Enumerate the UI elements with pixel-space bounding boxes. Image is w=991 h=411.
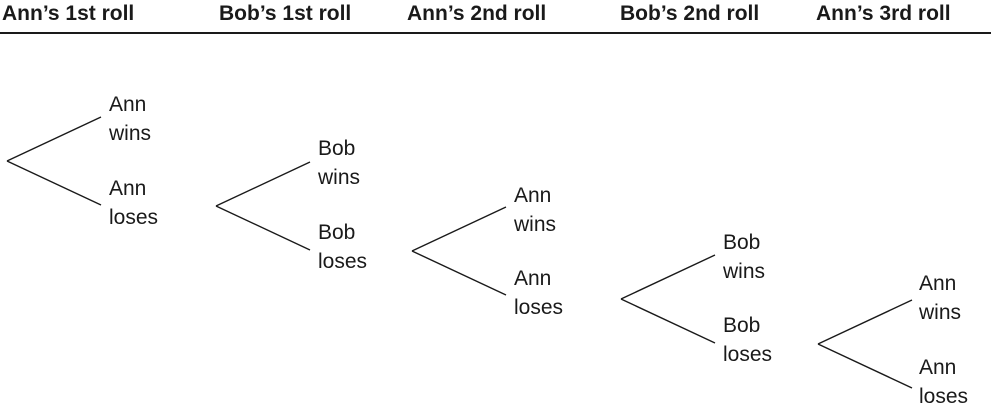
column-header: Ann’s 1st roll Bob’s 1st roll Ann’s 2nd … [0,0,991,34]
outcome-player: Ann [919,272,957,295]
outcome-stage-4-lower: Bob loses [723,311,772,369]
outcome-stage-4-upper: Bob wins [723,228,765,286]
branch-stage-2-upper [215,161,311,207]
outcome-result: wins [723,260,766,283]
branch-stage-4-upper [620,254,716,300]
outcome-player: Ann [109,177,147,200]
column-title-anns-3rd-roll: Ann’s 3rd roll [816,2,951,25]
outcome-player: Ann [514,184,552,207]
outcome-result: wins [919,301,962,324]
outcome-result: loses [318,250,368,273]
outcome-stage-3-upper: Ann wins [514,181,556,239]
outcome-result: loses [109,206,159,229]
outcome-player: Bob [723,231,761,254]
column-title-anns-2nd-roll: Ann’s 2nd roll [407,2,547,25]
branch-stage-1-lower [6,160,102,206]
outcome-player: Bob [318,221,356,244]
outcome-stage-2-lower: Bob loses [318,218,367,276]
outcome-player: Ann [109,93,147,116]
outcome-player: Ann [919,356,957,379]
branch-stage-3-upper [411,206,507,252]
column-title-anns-1st-roll: Ann’s 1st roll [2,2,135,25]
outcome-player: Bob [723,314,761,337]
outcome-result: wins [109,122,152,145]
outcome-result: loses [514,296,564,319]
outcome-result: loses [919,385,969,408]
outcome-stage-3-lower: Ann loses [514,264,563,322]
outcome-stage-1-lower: Ann loses [109,174,158,232]
outcome-result: wins [514,213,557,236]
outcome-result: loses [723,343,773,366]
branch-stage-2-lower [215,205,311,251]
branch-stage-3-lower [411,250,507,296]
outcome-stage-5-lower: Ann loses [919,353,968,411]
outcome-player: Bob [318,137,356,160]
header-rule [0,32,991,34]
outcome-result: wins [318,166,361,189]
outcome-player: Ann [514,267,552,290]
branch-stage-1-upper [6,116,102,162]
column-title-bobs-1st-roll: Bob’s 1st roll [219,2,352,25]
outcome-stage-5-upper: Ann wins [919,269,961,327]
outcome-stage-2-upper: Bob wins [318,134,360,192]
branch-stage-5-upper [817,299,913,345]
outcome-stage-1-upper: Ann wins [109,90,151,148]
branch-stage-5-lower [817,343,913,389]
branch-stage-4-lower [620,298,716,344]
column-title-bobs-2nd-roll: Bob’s 2nd roll [620,2,760,25]
